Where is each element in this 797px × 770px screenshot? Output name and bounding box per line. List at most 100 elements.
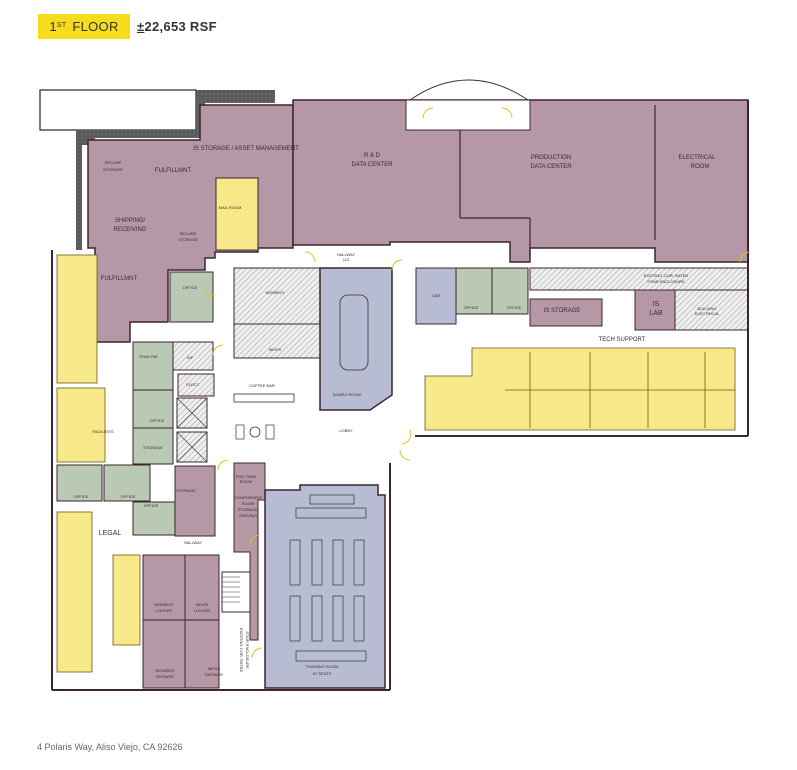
label-secure-storage-1: SECURE xyxy=(105,160,122,165)
area-value: 22,653 RSF xyxy=(144,19,217,34)
label-stair-ne-1: EXISTING 2-HR. RATED xyxy=(644,273,689,278)
label-mens: MEN'S xyxy=(269,347,282,352)
lobby-table xyxy=(249,426,261,438)
office-e xyxy=(56,464,103,502)
is-lab xyxy=(634,289,676,331)
idf-room xyxy=(172,341,214,371)
workstations-legal-east xyxy=(112,554,141,646)
label-secure-storage-2: STORAGE xyxy=(103,167,123,172)
label-training-1: TRAINING ROOM xyxy=(306,664,339,669)
label-conf-storage-2: ROOM xyxy=(242,501,254,506)
label-office-c: OFFICE xyxy=(507,305,522,310)
floor-number: 1 xyxy=(49,19,57,34)
label-mens-shower-2: SHOWER xyxy=(205,672,223,677)
label-hallway-s: HALLWAY xyxy=(184,540,203,545)
label-is-lab-1: IS xyxy=(653,301,660,308)
label-office-a: OFFICE xyxy=(183,285,198,290)
label-rd-datacenter-1: R & D xyxy=(364,153,381,159)
label-office-d: OFFICE xyxy=(150,418,165,423)
training-room xyxy=(264,484,386,689)
approx-sign: ± xyxy=(137,19,145,34)
label-womens-locker-2: LOCKER xyxy=(156,608,173,613)
board-room xyxy=(319,267,393,411)
rentable-area: ±22,653 RSF xyxy=(137,19,217,34)
stair-enclosure-ne xyxy=(529,267,749,291)
lockers-showers xyxy=(142,554,220,689)
label-mens-shower-1: MEN'S xyxy=(208,666,221,671)
label-office-g: OFFICE xyxy=(144,503,159,508)
board-table xyxy=(339,294,369,371)
tech-support-workstations xyxy=(424,347,736,431)
coffee-bar-counter xyxy=(233,393,295,403)
storage-a xyxy=(132,427,174,465)
label-stair-s-1: EXISTING 2-HR. RATED xyxy=(239,628,244,673)
entry-vestibule xyxy=(405,99,531,131)
label-building-elec-2: ELECTRICAL xyxy=(695,311,720,316)
storage-b xyxy=(174,465,216,537)
label-shipping-2: RECEIVING xyxy=(113,227,146,233)
label-womens-locker-1: WOMEN'S xyxy=(154,602,174,607)
label-mens-locker-1: MEN'S xyxy=(196,602,209,607)
floor-label: FLOOR xyxy=(72,19,119,34)
label-prod-datacenter-2: DATA CENTER xyxy=(530,164,572,170)
label-idf: IDF xyxy=(187,355,194,360)
workstations-legal-west xyxy=(56,511,93,673)
label-storage-a: STORAGE xyxy=(143,445,163,450)
is-storage xyxy=(529,298,603,327)
office-a xyxy=(169,271,214,323)
building-electrical xyxy=(674,289,749,331)
label-storage-b: STORAGE xyxy=(176,488,196,493)
label-secure-storage-b1: SECURE xyxy=(180,231,197,236)
label-hallway-112-2: 112 xyxy=(343,257,350,262)
label-office-f: OFFICE xyxy=(121,494,136,499)
label-facilities: FACILITIES xyxy=(92,429,113,434)
team-room xyxy=(132,341,174,391)
label-fulfillment-top: FULFILLMNT xyxy=(155,168,192,174)
label-stair-ne-2: STAIR ENCLOSURE xyxy=(647,279,685,284)
label-tech-support: TECH SUPPORT xyxy=(599,337,646,343)
elect-room xyxy=(177,373,215,397)
label-board-room: BOARD ROOM xyxy=(333,392,361,397)
label-conf-storage-3: STORAGE/ xyxy=(238,507,259,512)
label-womens-shower-2: SHOWER xyxy=(156,674,174,679)
entry-canopy-arc xyxy=(409,79,529,101)
office-g xyxy=(132,501,176,536)
label-training-2: 67 SEATS xyxy=(313,671,332,676)
label-prod-datacenter-1: PRODUCTION xyxy=(531,155,571,161)
office-f xyxy=(103,464,151,502)
label-fish-tank-2: ROOM xyxy=(240,479,252,484)
exterior-wall-band xyxy=(76,90,275,250)
label-office-b: OFFICE xyxy=(464,305,479,310)
label-shipping-1: SHIPPING/ xyxy=(115,218,146,224)
label-is-storage-asset: IS STORAGE / ASSET MANAGEMENT xyxy=(193,146,299,152)
label-stair-s-2: STAIR ENCLOSURE xyxy=(245,631,250,669)
label-electrical-1: ELECTRICAL xyxy=(678,155,716,161)
workstations-facilities xyxy=(56,387,106,463)
label-conf-storage-4: SERVING xyxy=(239,513,257,518)
label-office-e: OFFICE xyxy=(74,494,89,499)
restrooms xyxy=(233,267,321,359)
label-conf-storage-1: CONFERENCE xyxy=(234,495,262,500)
cr-room xyxy=(415,267,457,325)
label-team-rm: TEAM RM xyxy=(139,354,157,359)
floor-suffix: ST xyxy=(56,22,67,29)
label-coffee-bar: COFFEE BAR xyxy=(249,383,275,388)
label-electrical-2: ROOM xyxy=(691,164,710,170)
label-elect: ELECT. xyxy=(186,382,200,387)
label-lobby: LOBBY xyxy=(339,428,353,433)
workstations-west-upper xyxy=(56,254,98,384)
label-cr: C&R xyxy=(432,293,441,298)
office-d xyxy=(132,389,174,429)
label-fulfillment-left: FULFILLMNT xyxy=(101,276,138,282)
exterior-patio xyxy=(39,89,197,131)
label-building-elec-1: BUILDING xyxy=(698,306,717,311)
label-womens: WOMEN'S xyxy=(265,290,285,295)
label-hallway-112-1: HALLWAY xyxy=(337,252,356,257)
property-address: 4 Polaris Way, Aliso Viejo, CA 92626 xyxy=(37,742,183,752)
label-mail-room: MAIL ROOM xyxy=(219,205,242,210)
label-mens-locker-2: LOCKER xyxy=(194,608,211,613)
label-secure-storage-b2: STORAGE xyxy=(178,237,198,242)
label-fish-tank-1: FISH TANK xyxy=(236,474,257,479)
